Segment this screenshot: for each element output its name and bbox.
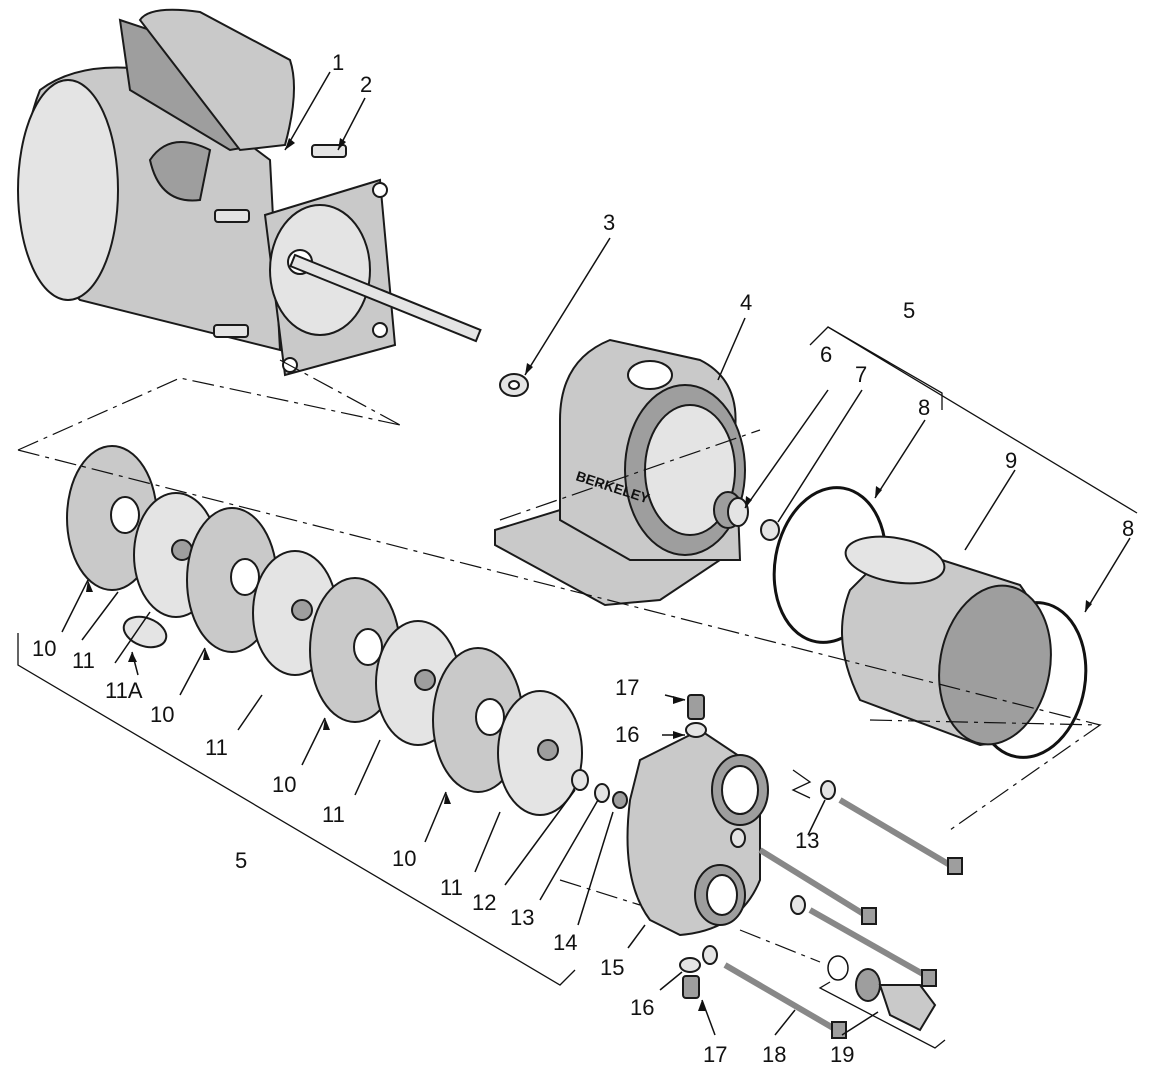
callout-3: 3 [603, 210, 615, 235]
callout-10d: 10 [392, 846, 416, 871]
callout-10a: 10 [32, 636, 56, 661]
diffuser-stack [66, 445, 583, 816]
callout-11A: 11A [105, 678, 143, 703]
callout-4: 4 [740, 290, 752, 315]
pump-casing: BERKELEY [494, 338, 746, 607]
callout-11d: 11 [440, 875, 463, 900]
callout-18: 18 [762, 1042, 786, 1067]
pump-shell [841, 535, 1052, 747]
sleeve-11A [122, 615, 168, 649]
callout-13a: 13 [510, 905, 534, 930]
callout-19: 19 [830, 1042, 854, 1067]
callout-13b: 13 [795, 828, 819, 853]
callout-9: 9 [1005, 448, 1017, 473]
callout-16b: 16 [630, 995, 654, 1020]
callout-7: 7 [855, 362, 867, 387]
callout-2: 2 [360, 72, 372, 97]
motor [17, 8, 482, 377]
callout-10c: 10 [272, 772, 296, 797]
callout-17a: 17 [615, 675, 639, 700]
washer-13 [594, 783, 610, 803]
callout-5-bottom: 5 [235, 848, 247, 873]
washer-7 [760, 519, 780, 541]
callout-16a: 16 [615, 722, 639, 747]
callout-5-top: 5 [903, 298, 915, 323]
callout-8b: 8 [1122, 516, 1134, 541]
callout-17b: 17 [703, 1042, 727, 1067]
callout-12: 12 [472, 890, 496, 915]
tie-rods [702, 780, 963, 1039]
callout-15: 15 [600, 955, 624, 980]
motor-bolts [213, 144, 347, 338]
callout-6: 6 [820, 342, 832, 367]
callout-11c: 11 [322, 802, 345, 827]
valve-19 [827, 955, 937, 1032]
discharge-housing [626, 728, 769, 937]
callout-11b: 11 [205, 735, 228, 760]
seal-6 [713, 491, 749, 529]
callout-11a: 11 [72, 648, 95, 673]
callout-10b: 10 [150, 702, 174, 727]
callout-1: 1 [332, 50, 344, 75]
callout-14: 14 [553, 930, 577, 955]
washer-12 [571, 769, 589, 791]
callout-8a: 8 [918, 395, 930, 420]
nut-14 [612, 791, 628, 809]
